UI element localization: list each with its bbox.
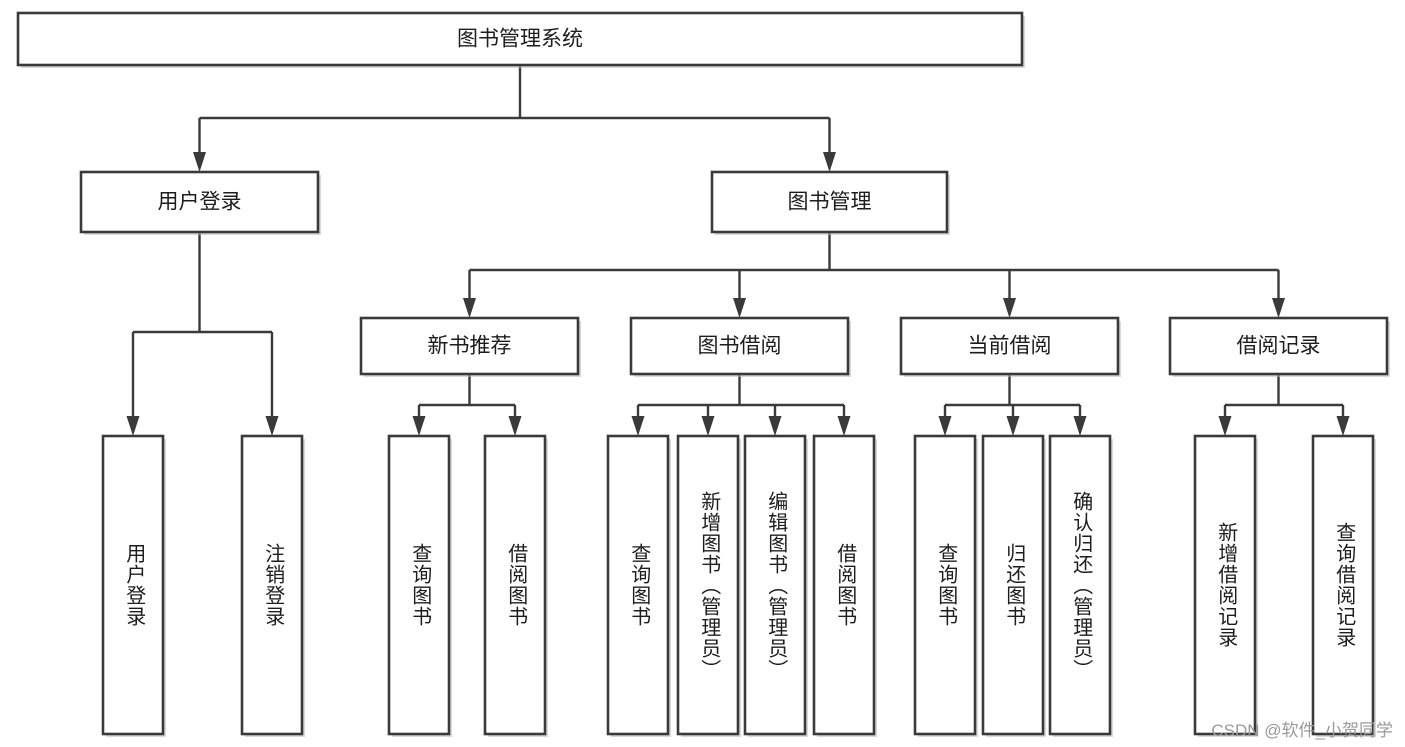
node-图书管理系统[interactable] (16, 11, 1024, 67)
node-借阅记录-label: 借阅记录 (1237, 335, 1321, 358)
edge-arrowhead (463, 298, 476, 318)
edge-arrowhead (1006, 416, 1020, 436)
edge-arrowhead (768, 416, 782, 436)
edge-arrowhead (1003, 298, 1016, 318)
edge-group-n_current (938, 374, 1087, 436)
edges-layer (126, 65, 1350, 436)
node-图书管理-label: 图书管理 (788, 191, 872, 214)
edge-arrowhead (1218, 416, 1232, 436)
node-编辑图书管理员[interactable] (743, 434, 807, 736)
edge-group-n_login (126, 232, 279, 436)
edge-arrowhead (1336, 416, 1350, 436)
edge-arrowhead (733, 298, 746, 318)
node-当前借阅[interactable] (899, 316, 1120, 376)
node-借阅图书[interactable] (812, 434, 876, 736)
edge-arrowhead (631, 416, 645, 436)
edge-group-root (193, 65, 836, 172)
node-新增图书管理员[interactable] (676, 434, 740, 736)
watermark: CSDN @软件_小贺同学 (1211, 721, 1393, 740)
edge-arrowhead (1272, 298, 1285, 318)
edge-group-n_newbook (412, 374, 522, 436)
edge-arrowhead (193, 152, 206, 172)
edge-arrowhead (126, 416, 140, 436)
edge-arrowhead (701, 416, 715, 436)
node-查询图书[interactable] (387, 434, 451, 736)
nodes-layer (16, 11, 1390, 737)
node-用户登录[interactable] (101, 434, 165, 736)
edge-arrowhead (938, 416, 952, 436)
edge-arrowhead (1073, 416, 1087, 436)
node-图书借阅[interactable] (629, 316, 850, 376)
node-当前借阅-label: 当前借阅 (968, 335, 1052, 358)
edge-arrowhead (508, 416, 522, 436)
node-用户登录-label: 用户登录 (158, 191, 242, 214)
edge-group-n_record (1218, 374, 1350, 436)
edge-group-n_borrow (631, 374, 851, 436)
node-用户登录[interactable] (79, 170, 320, 234)
node-新书推荐-label: 新书推荐 (428, 335, 512, 358)
node-确认归还管理员[interactable] (1048, 434, 1112, 736)
edge-arrowhead (837, 416, 851, 436)
node-图书管理[interactable] (710, 170, 949, 234)
edge-group-n_bookmgr (463, 232, 1285, 318)
node-注销登录[interactable] (240, 434, 304, 736)
node-查询图书[interactable] (913, 434, 977, 736)
node-归还图书[interactable] (981, 434, 1045, 736)
node-借阅图书[interactable] (483, 434, 547, 736)
edge-arrowhead (823, 152, 836, 172)
node-查询图书[interactable] (606, 434, 670, 736)
edge-arrowhead (412, 416, 426, 436)
node-借阅记录[interactable] (1168, 316, 1389, 376)
node-图书管理系统-label: 图书管理系统 (457, 28, 583, 51)
node-图书借阅-label: 图书借阅 (698, 335, 782, 358)
node-新书推荐[interactable] (359, 316, 580, 376)
edge-arrowhead (265, 416, 279, 436)
node-新增借阅记录[interactable] (1193, 434, 1257, 736)
node-查询借阅记录[interactable] (1311, 434, 1375, 736)
